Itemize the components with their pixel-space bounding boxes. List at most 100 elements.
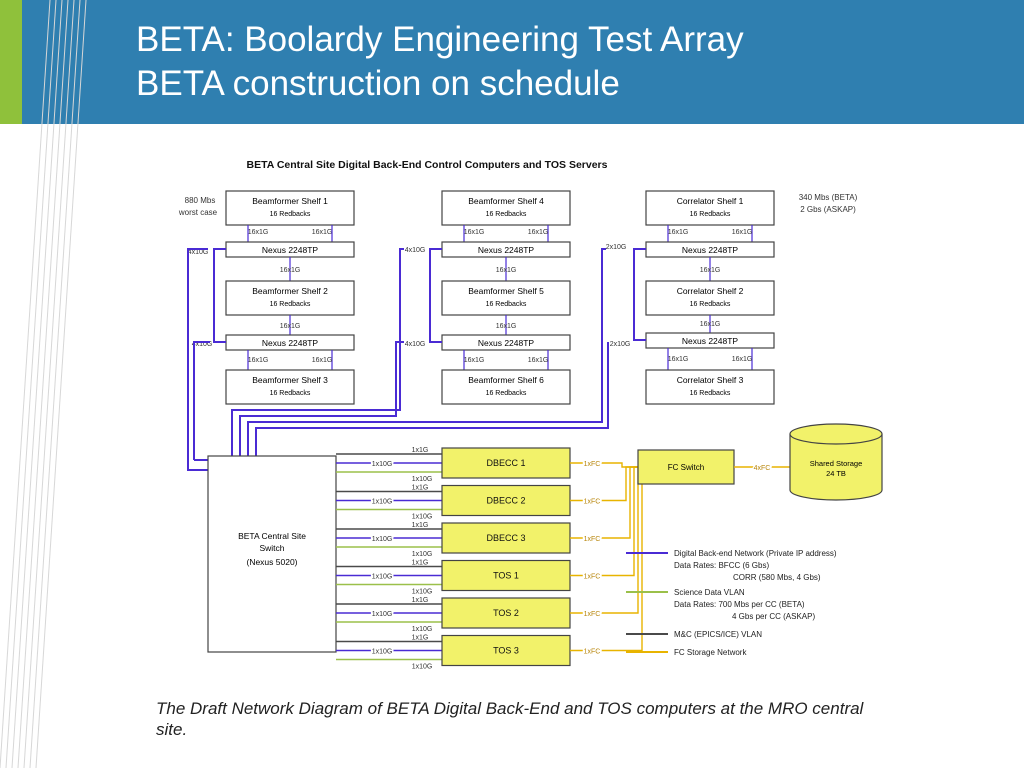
server-link-top-label: 1x1G bbox=[412, 560, 429, 567]
nexus-label: Nexus 2248TP bbox=[478, 338, 535, 348]
server-link-mid-label: 1x10G bbox=[372, 574, 393, 581]
link-label: 16x1G bbox=[732, 356, 753, 363]
fc-switch-label: FC Switch bbox=[668, 463, 704, 472]
server-link-mid-label: 1x10G bbox=[372, 611, 393, 618]
central-switch-label: BETA Central Site bbox=[238, 531, 306, 541]
shelf-subtitle: 16 Redbacks bbox=[690, 211, 731, 218]
figure-caption: The Draft Network Diagram of BETA Digita… bbox=[156, 699, 864, 739]
server-name: TOS 3 bbox=[493, 646, 519, 656]
annotation-left-note: worst case bbox=[178, 208, 218, 217]
uplink-label: 4x10G bbox=[192, 341, 213, 348]
link-label: 16x1G bbox=[312, 357, 333, 364]
fc-link-label: 1xFC bbox=[584, 536, 601, 543]
annotation-right-beta: 340 Mbs (BETA) bbox=[799, 193, 858, 202]
beamformer-shelf-4 bbox=[441, 190, 571, 226]
shelf-title: Beamformer Shelf 6 bbox=[468, 375, 544, 385]
shelf-subtitle: 16 Redbacks bbox=[690, 301, 731, 308]
uplink-label: 4x10G bbox=[405, 247, 426, 254]
central-switch-model: (Nexus 5020) bbox=[246, 557, 297, 567]
column-correlator-1-3: Correlator Shelf 1 16 Redbacks 16x1G 16x… bbox=[606, 190, 775, 405]
legend-rate-beta: Data Rates: 700 Mbs per CC (BETA) bbox=[674, 600, 805, 609]
shelf-subtitle: 16 Redbacks bbox=[486, 301, 527, 308]
fc-storage-group: FC Switch 4xFC Shared Storage 24 TB bbox=[637, 423, 883, 501]
central-switch bbox=[207, 455, 337, 653]
nexus-label: Nexus 2248TP bbox=[478, 245, 535, 255]
fc-link-label: 1xFC bbox=[584, 499, 601, 506]
server-link-top-label: 1x1G bbox=[412, 522, 429, 529]
correlator-shelf-3 bbox=[645, 369, 775, 405]
uplink-label: 4x10G bbox=[405, 341, 426, 348]
fc-switch bbox=[637, 449, 735, 485]
legend-mc-vlan: M&C (EPICS/ICE) VLAN bbox=[674, 630, 762, 639]
server-link-mid-label: 1x10G bbox=[372, 461, 393, 468]
link-label: 16x1G bbox=[464, 357, 485, 364]
slide-title: BETA: Boolardy Engineering Test Array BE… bbox=[136, 18, 744, 106]
shelf-title: Correlator Shelf 3 bbox=[677, 375, 744, 385]
decorative-stripes bbox=[0, 0, 87, 768]
nexus-label: Nexus 2248TP bbox=[682, 336, 739, 346]
link-label: 16x1G bbox=[700, 321, 721, 328]
legend-rate-bfcc: Data Rates: BFCC (6 Gbs) bbox=[674, 561, 769, 570]
server-link-bot-label: 1x10G bbox=[412, 551, 433, 558]
server-link-bot-label: 1x10G bbox=[412, 664, 433, 671]
beamformer-shelf-3 bbox=[225, 369, 355, 405]
server-box bbox=[441, 597, 571, 629]
shelf-title: Beamformer Shelf 3 bbox=[252, 375, 328, 385]
beamformer-shelf-5 bbox=[441, 280, 571, 316]
fc-link bbox=[570, 467, 639, 614]
link-label: 16x1G bbox=[496, 323, 517, 330]
server-name: TOS 1 bbox=[493, 571, 519, 581]
shelf-title: Beamformer Shelf 5 bbox=[468, 286, 544, 296]
uplink-label: 2x10G bbox=[606, 244, 627, 251]
legend-rate-corr: CORR (580 Mbs, 4 Gbs) bbox=[733, 573, 821, 582]
fc-link-label: 1xFC bbox=[584, 461, 601, 468]
correlator-shelf-1 bbox=[645, 190, 775, 226]
annotation-right-askap: 2 Gbs (ASKAP) bbox=[800, 205, 856, 214]
network-diagram: BETA Central Site Digital Back-End Contr… bbox=[150, 148, 910, 678]
digital-backend-uplinks bbox=[187, 248, 646, 471]
shelf-title: Correlator Shelf 1 bbox=[677, 196, 744, 206]
link-label: 16x1G bbox=[312, 229, 333, 236]
legend-rate-askap: 4 Gbs per CC (ASKAP) bbox=[732, 612, 815, 621]
shelf-subtitle: 16 Redbacks bbox=[690, 390, 731, 397]
link-label: 16x1G bbox=[464, 229, 485, 236]
shelf-subtitle: 16 Redbacks bbox=[270, 211, 311, 218]
nexus-label: Nexus 2248TP bbox=[262, 338, 319, 348]
server-box bbox=[441, 522, 571, 554]
link-label: 16x1G bbox=[248, 229, 269, 236]
shelf-title: Beamformer Shelf 1 bbox=[252, 196, 328, 206]
link-label: 16x1G bbox=[700, 267, 721, 274]
server-box bbox=[441, 559, 571, 592]
column-beamformer-1-3: Beamformer Shelf 1 16 Redbacks 16x1G 16x… bbox=[188, 190, 355, 405]
shelf-title: Correlator Shelf 2 bbox=[677, 286, 744, 296]
storage-link-label: 4xFC bbox=[754, 465, 771, 472]
legend-fc-storage: FC Storage Network bbox=[674, 648, 747, 657]
beamformer-shelf-6 bbox=[441, 369, 571, 405]
link-label: 16x1G bbox=[732, 229, 753, 236]
server-link-bot-label: 1x10G bbox=[412, 514, 433, 521]
link-label: 16x1G bbox=[280, 267, 301, 274]
link-label: 16x1G bbox=[528, 357, 549, 364]
legend-science-vlan: Science Data VLAN bbox=[674, 588, 745, 597]
diagram-title: BETA Central Site Digital Back-End Contr… bbox=[247, 159, 608, 171]
shelf-title: Beamformer Shelf 2 bbox=[252, 286, 328, 296]
server-link-top-label: 1x1G bbox=[412, 447, 429, 454]
shelf-subtitle: 16 Redbacks bbox=[486, 211, 527, 218]
server-link-mid-label: 1x10G bbox=[372, 649, 393, 656]
server-name: TOS 2 bbox=[493, 608, 519, 618]
legend-digital-network: Digital Back-end Network (Private IP add… bbox=[674, 549, 837, 558]
server-box bbox=[441, 484, 571, 517]
link-label: 16x1G bbox=[280, 323, 301, 330]
link-label: 16x1G bbox=[668, 229, 689, 236]
title-line-1: BETA: Boolardy Engineering Test Array bbox=[136, 20, 744, 59]
link-label: 16x1G bbox=[248, 357, 269, 364]
beamformer-shelf-2 bbox=[225, 280, 355, 316]
column-beamformer-4-6: Beamformer Shelf 4 16 Redbacks 16x1G 16x… bbox=[405, 190, 571, 405]
title-line-2: BETA construction on schedule bbox=[136, 64, 620, 103]
link-label: 16x1G bbox=[528, 229, 549, 236]
shelf-title: Beamformer Shelf 4 bbox=[468, 196, 544, 206]
server-link-bot-label: 1x10G bbox=[412, 589, 433, 596]
server-name: DBECC 2 bbox=[486, 496, 525, 506]
shelf-subtitle: 16 Redbacks bbox=[270, 390, 311, 397]
beamformer-shelf-1 bbox=[225, 190, 355, 226]
